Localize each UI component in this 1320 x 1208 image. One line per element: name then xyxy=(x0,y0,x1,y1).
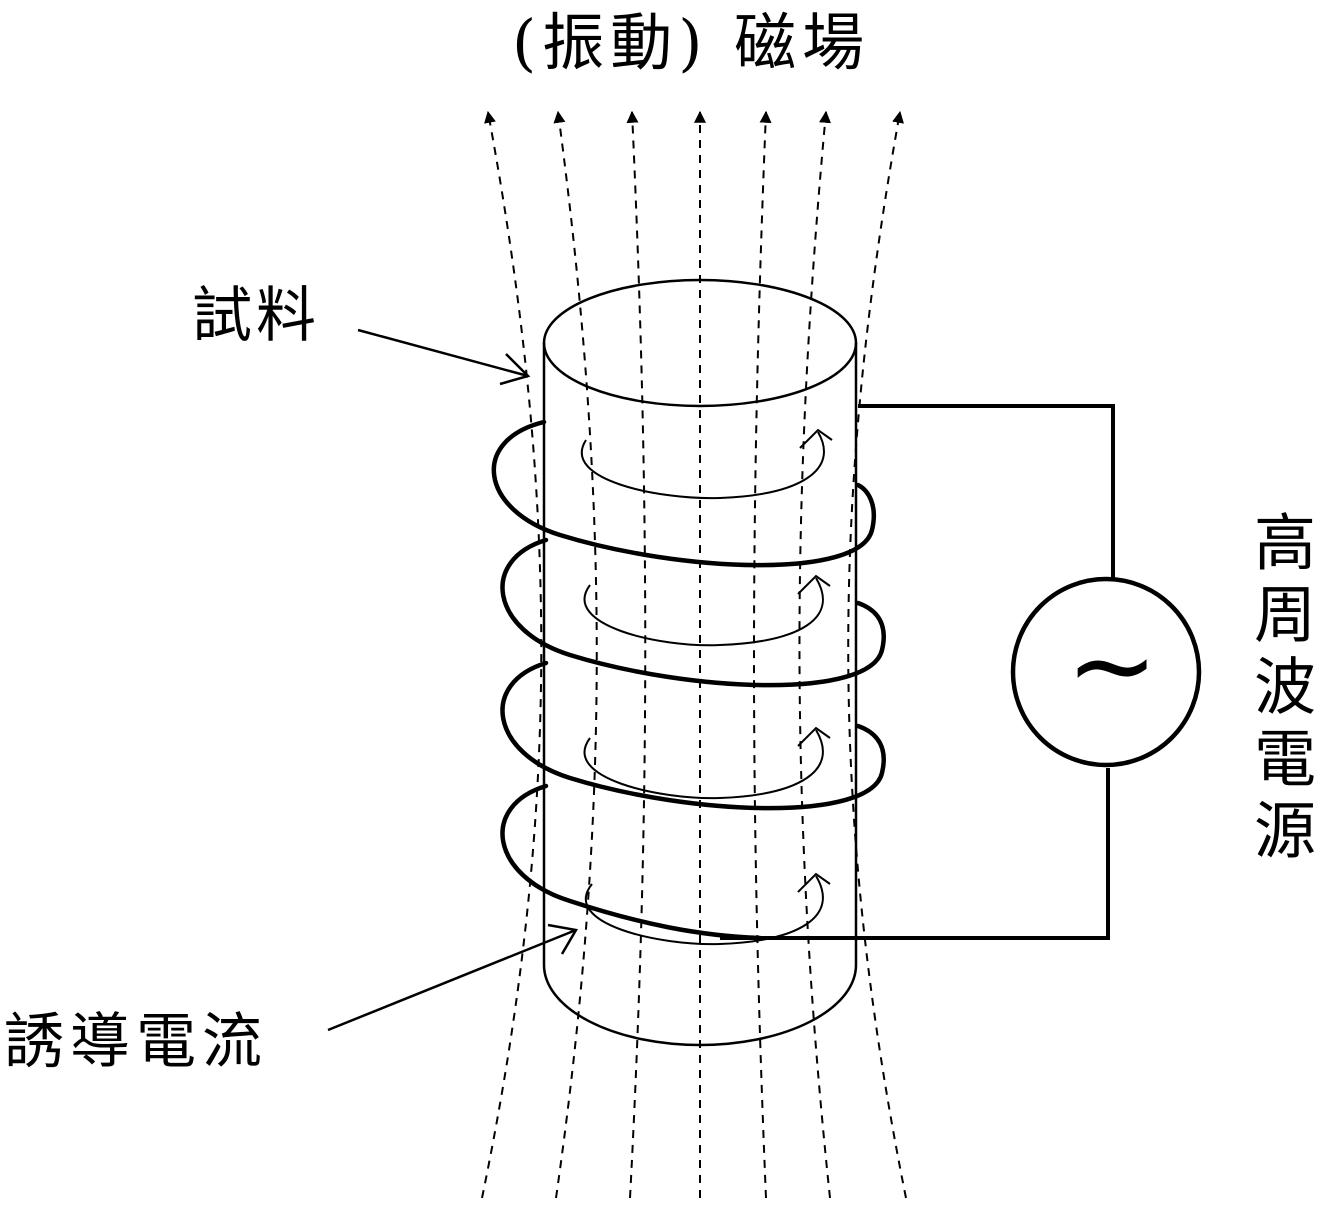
circuit-wires xyxy=(720,404,1115,940)
current-loop xyxy=(583,577,824,647)
current-leader xyxy=(327,928,577,1032)
magnetic-field-lines xyxy=(481,110,907,1199)
coil-turn xyxy=(500,660,886,811)
field-line xyxy=(847,110,907,1199)
label-leaders xyxy=(327,328,578,1032)
upper-wire xyxy=(858,404,1115,578)
cylinder-bottom xyxy=(542,964,858,1047)
field-line xyxy=(798,110,831,1199)
current-loop-arrow xyxy=(799,428,833,449)
power-source-label: 高周波電源 xyxy=(1243,510,1316,870)
ac-power-source xyxy=(1010,576,1202,768)
current-loop xyxy=(584,875,824,946)
current-loop-arrow xyxy=(797,574,831,595)
field-line xyxy=(553,110,598,1199)
field-line xyxy=(626,110,647,1199)
current-loop xyxy=(580,431,825,500)
field-line xyxy=(753,110,772,1199)
induced-current-loops xyxy=(580,428,833,946)
current-leader-head xyxy=(547,923,578,955)
current-loop xyxy=(583,729,824,800)
sample-label: 試料 xyxy=(192,281,320,351)
current-loop-arrow xyxy=(797,872,831,893)
induced-current-label: 誘導電流 xyxy=(4,1007,268,1077)
induction-coil xyxy=(491,419,886,941)
sample-leader xyxy=(357,328,529,378)
coil-turn xyxy=(491,419,876,568)
coil-turn xyxy=(500,783,763,941)
ac-symbol: ~ xyxy=(1066,601,1159,729)
magnetic-field-label: (振動) 磁場 xyxy=(512,6,871,79)
coil-turn xyxy=(500,537,886,688)
lower-wire xyxy=(720,768,1110,940)
current-loop-arrow xyxy=(797,726,831,747)
sample-leader-head xyxy=(499,353,531,386)
field-line xyxy=(481,110,543,1199)
sample-cylinder xyxy=(542,278,858,1047)
